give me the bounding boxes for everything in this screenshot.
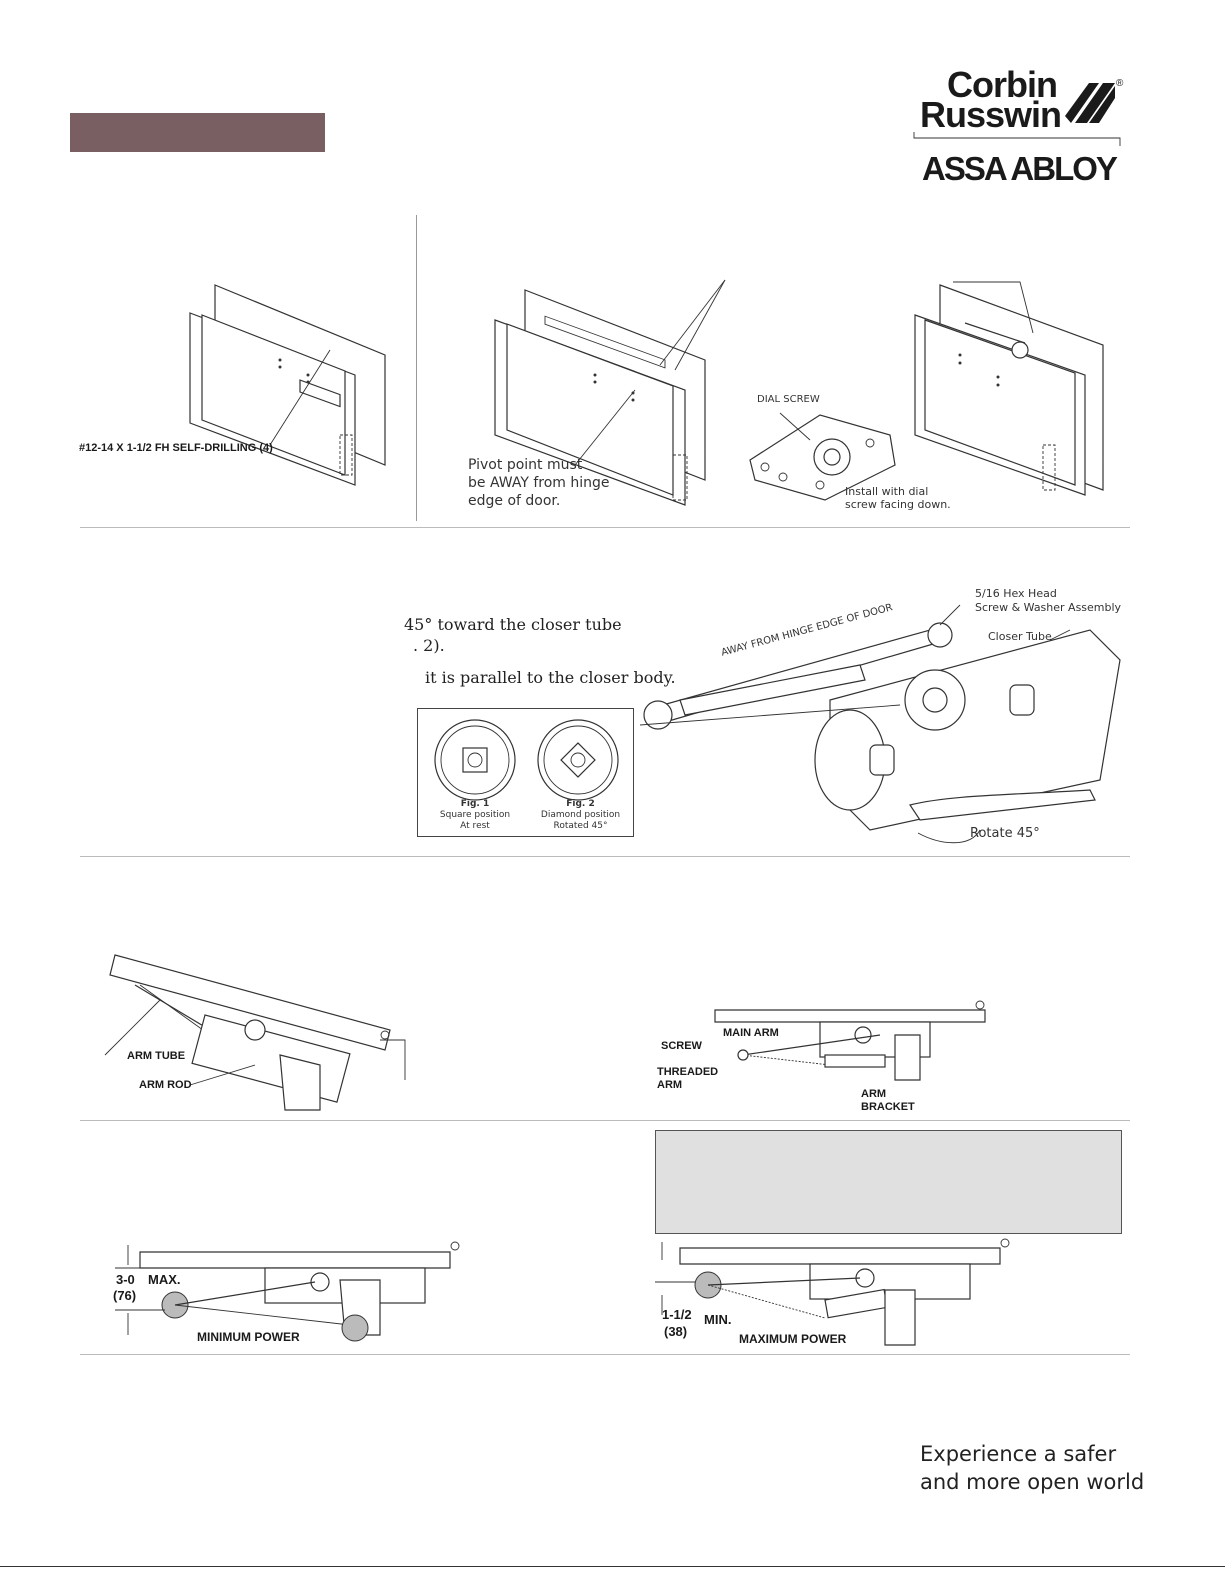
screw-label: #12-14 X 1-1/2 FH SELF-DRILLING (4) [79, 442, 273, 454]
arm-rod-label: ARM ROD [139, 1079, 192, 1091]
step3-text-line-1: 45° toward the closer tube [404, 615, 622, 634]
minimum-power-drawing [115, 1241, 460, 1342]
pivot-leader-lines [574, 279, 726, 466]
arm-bracket-line-2: BRACKET [861, 1101, 915, 1113]
assa-abloy-logo: ASSA ABLOY [922, 150, 1118, 187]
section-rule-2 [80, 856, 1130, 857]
install-note-line-1: Install with dial [845, 485, 929, 498]
fig2-title: Fig. 2 [566, 799, 595, 809]
dial-screw-label: DIAL SCREW [757, 394, 820, 405]
min-dim-value: 1-1/2 [662, 1307, 692, 1322]
hex-head-line-2: Screw & Washer Assembly [975, 601, 1122, 614]
min-dim-label: MIN. [704, 1312, 732, 1327]
threaded-arm-line-1: THREADED [657, 1066, 719, 1078]
section-title-bar [70, 113, 325, 152]
min-dim-mm: (38) [664, 1324, 688, 1339]
arm-tube-label: ARM TUBE [127, 1050, 186, 1062]
door-frame-drawing-1 [189, 284, 386, 486]
fig1-line-2: At rest [460, 821, 490, 831]
main-arm-label: MAIN ARM [723, 1027, 779, 1039]
threaded-arm-line-2: ARM [657, 1079, 683, 1091]
install-note: Install with dial screw facing down. [845, 485, 951, 511]
corbin-russwin-logo: Corbin Russwin ® [920, 64, 1130, 135]
pivot-note: Pivot point must be AWAY from hinge edge… [468, 456, 610, 510]
closer-tube-label: Closer Tube [988, 630, 1052, 643]
door-frame-drawing-2 [494, 289, 706, 506]
tagline-line-2: and more open world [920, 1470, 1145, 1494]
arm-bracket-line-1: ARM [861, 1088, 887, 1100]
max-dim-value: 3-0 [116, 1272, 135, 1287]
brand-stripes-icon [1065, 83, 1115, 123]
screw-leader-line [269, 349, 331, 446]
section-rule-3 [80, 1120, 1130, 1121]
note-box [655, 1130, 1122, 1234]
minimum-power-label: MINIMUM POWER [197, 1330, 300, 1344]
fig1-caption: Fig. 1 Square position At rest [435, 799, 515, 832]
screw-label-step4: SCREW [661, 1040, 702, 1052]
figure-box: Fig. 1 Square position At rest Fig. 2 Di… [417, 708, 634, 837]
parallel-arm-drawing-left [104, 954, 406, 1111]
step3-text-line-3: it is parallel to the closer body. [425, 668, 676, 687]
fig1-title: Fig. 1 [460, 799, 490, 809]
hex-head-line-1: 5/16 Hex Head [975, 587, 1057, 600]
page-bottom-rule [0, 1566, 1225, 1567]
install-note-line-2: screw facing down. [845, 498, 951, 511]
section-rule-4 [80, 1354, 1130, 1355]
fig1-line-1: Square position [439, 810, 511, 820]
section-rule-1 [80, 527, 1130, 528]
fig2-line-2: Rotated 45° [553, 821, 608, 831]
brand-line-1: Corbin [947, 64, 1058, 105]
registered-mark: ® [1116, 78, 1124, 89]
fig2-caption: Fig. 2 Diamond position Rotated 45° [538, 799, 623, 832]
threaded-arm-label: THREADED ARM [657, 1066, 718, 1092]
pivot-note-line-3: edge of door. [468, 493, 561, 509]
maximum-power-drawing [655, 1238, 1010, 1346]
section-divider-vertical [416, 215, 417, 521]
fig2-line-1: Diamond position [540, 810, 621, 820]
max-dim-mm: (76) [113, 1288, 137, 1303]
hex-head-label: 5/16 Hex Head Screw & Washer Assembly [975, 587, 1121, 615]
pivot-note-line-2: be AWAY from hinge [468, 475, 610, 491]
shoe-bracket-drawing [749, 412, 896, 501]
hex-position-figures [434, 719, 619, 801]
door-frame-drawing-3 [914, 281, 1104, 496]
tagline-line-1: Experience a safer [920, 1442, 1117, 1466]
step3-text-line-2: . 2). [413, 636, 445, 655]
rotate-label: Rotate 45° [970, 826, 1040, 841]
footer-tagline: Experience a safer and more open world [920, 1440, 1144, 1496]
maximum-power-label: MAXIMUM POWER [739, 1332, 847, 1346]
max-dim-label: MAX. [148, 1272, 181, 1287]
brand-line-2: Russwin [920, 94, 1062, 135]
closer-arm-assembly-drawing [639, 604, 1121, 844]
logo-bracket-line [913, 132, 1121, 146]
parallel-arm-drawing-right [714, 1000, 986, 1081]
pivot-note-line-1: Pivot point must [468, 457, 583, 473]
arm-bracket-label: ARM BRACKET [861, 1088, 915, 1114]
